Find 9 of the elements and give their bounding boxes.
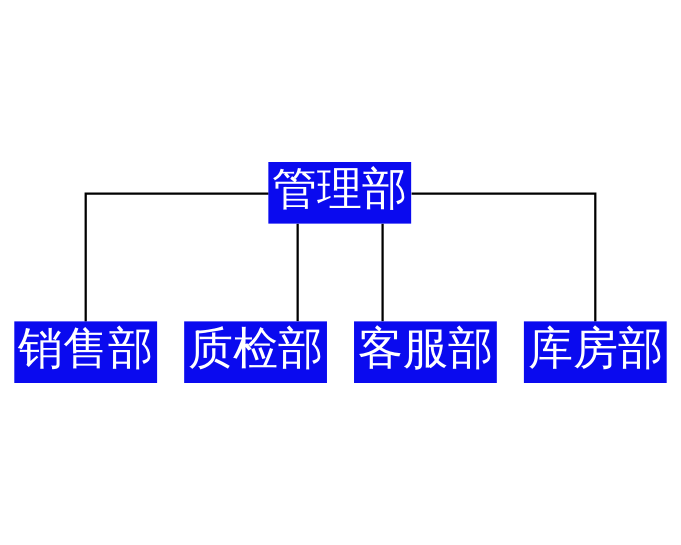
connector: [412, 192, 596, 322]
connector: [381, 224, 384, 322]
connector: [84, 192, 268, 322]
node-box: 客服部: [354, 321, 497, 383]
connector: [296, 224, 299, 322]
node-box: 销售部: [14, 321, 158, 383]
node-box: 管理部: [268, 162, 412, 224]
node-box: 库房部: [524, 321, 667, 383]
node-box: 质检部: [184, 321, 327, 383]
